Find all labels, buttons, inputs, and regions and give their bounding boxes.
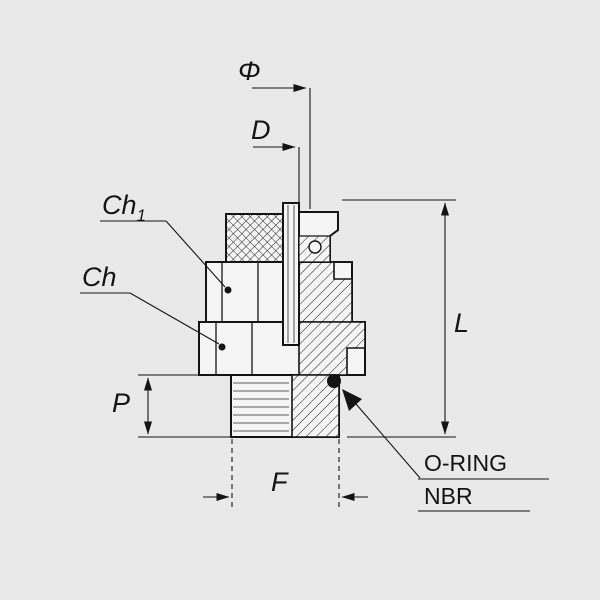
fitting-body — [198, 202, 366, 438]
nbr-label: NBR — [424, 483, 473, 509]
ch-leader-line — [129, 292, 220, 345]
ch1-label-base: Ch — [102, 190, 137, 220]
ch1-leader-dot — [224, 286, 232, 294]
phi-label: Φ — [238, 56, 261, 86]
d-label: D — [251, 115, 271, 145]
dimension-f: F — [203, 439, 368, 507]
callout-oring: O-RING NBR — [342, 389, 549, 512]
f-label: F — [271, 467, 289, 497]
ch-label: Ch — [82, 262, 117, 292]
knurled-release-collar — [225, 213, 284, 263]
callout-ch: Ch — [80, 262, 226, 351]
ch1-label-subscript: 1 — [137, 206, 146, 225]
l-label: L — [454, 308, 469, 338]
tube-passage — [282, 202, 300, 346]
oring-pointer-arrow — [342, 389, 362, 411]
oring-leader-line — [355, 403, 421, 479]
dimension-d: D — [251, 115, 300, 207]
oring-label: O-RING — [424, 450, 507, 476]
dimension-l: L — [342, 199, 469, 438]
o-ring — [327, 374, 341, 388]
stem-section-hatch — [291, 374, 340, 438]
ch-leader-dot — [218, 343, 226, 351]
callout-ch1: Ch1 — [100, 190, 232, 294]
dimension-p: P — [112, 374, 231, 438]
p-label: P — [112, 388, 130, 418]
ch1-leader-line — [165, 220, 226, 288]
dimension-phi: Φ — [238, 56, 311, 209]
lock-ball — [308, 240, 322, 254]
ch1-label: Ch1 — [102, 190, 146, 225]
